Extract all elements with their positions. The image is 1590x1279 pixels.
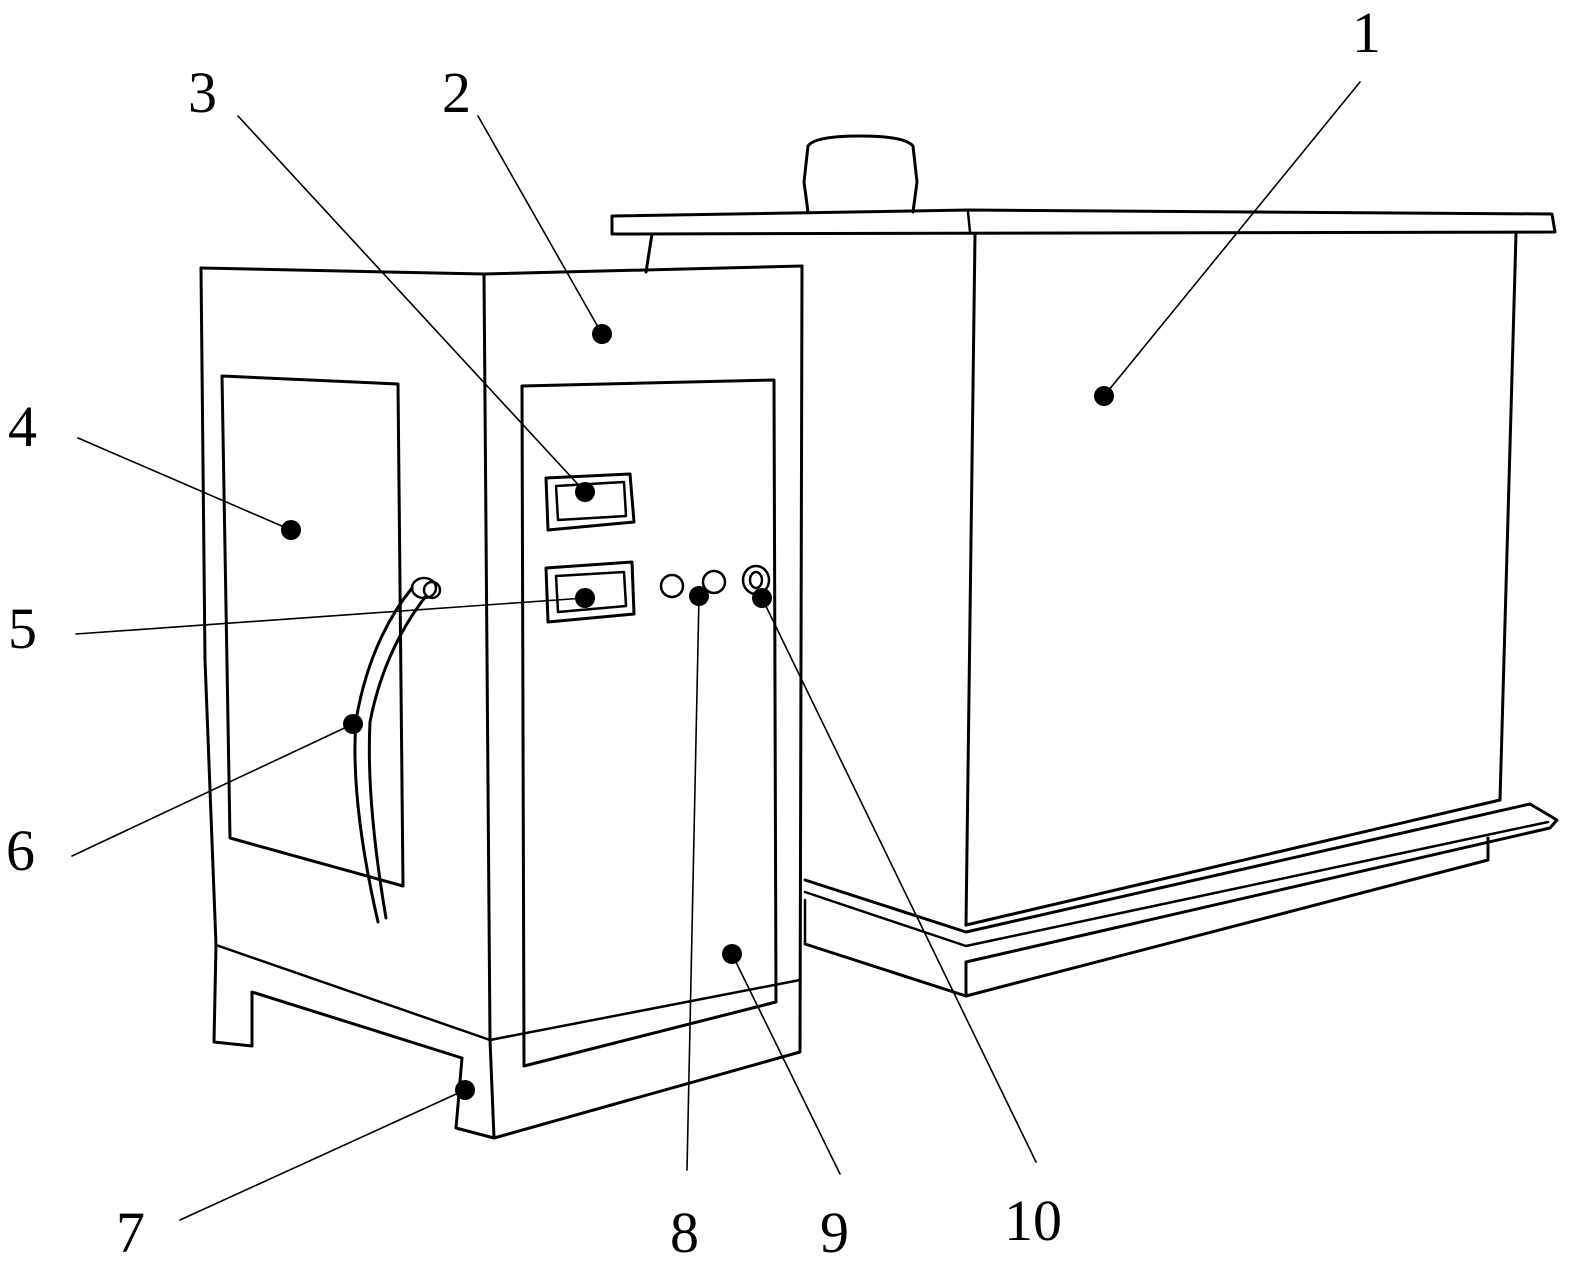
label-3: 3: [188, 60, 217, 125]
label-8: 8: [670, 1200, 699, 1265]
label-9: 9: [820, 1200, 849, 1265]
dot-1: [1094, 386, 1114, 406]
tank: [610, 134, 1559, 998]
dot-6: [343, 714, 363, 734]
hose: [353, 576, 442, 924]
label-1: 1: [1352, 0, 1381, 65]
label-10: 10: [1004, 1188, 1062, 1253]
label-7: 7: [116, 1200, 145, 1265]
control-cabinet: [199, 264, 804, 1140]
dot-10: [752, 588, 772, 608]
dot-9: [722, 944, 742, 964]
label-6: 6: [6, 818, 35, 883]
dot-4: [281, 520, 301, 540]
connectors: [659, 564, 771, 599]
dot-5: [575, 588, 595, 608]
leader-lines: [71, 81, 1361, 1221]
label-5: 5: [8, 596, 37, 661]
dot-7: [455, 1080, 475, 1100]
callout-labels: 1 2 3 4 5 6 7 8 9 10: [6, 0, 1381, 1265]
callout-dots: [281, 324, 1114, 1100]
dot-3: [575, 482, 595, 502]
switch-upper: [544, 472, 636, 532]
label-4: 4: [8, 394, 37, 459]
dot-8: [689, 586, 709, 606]
label-2: 2: [442, 60, 471, 125]
dot-2: [592, 324, 612, 344]
